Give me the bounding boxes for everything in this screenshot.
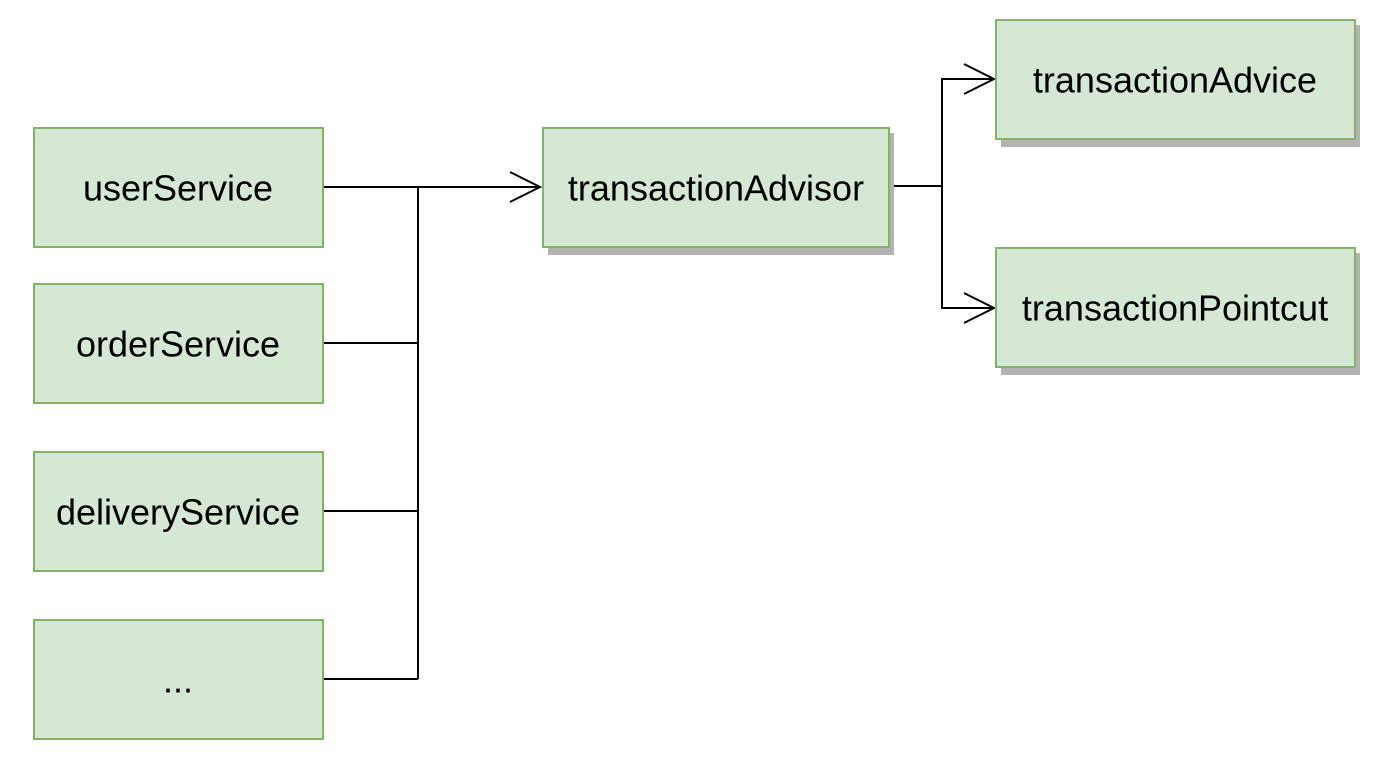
arrowhead-to-advisor — [509, 171, 543, 203]
node-transaction-advice[interactable]: transactionAdvice — [995, 19, 1360, 147]
node-user-service[interactable]: userService — [33, 127, 324, 248]
edge-advisor-to-advice — [941, 78, 992, 186]
node-transaction-advice-label: transactionAdvice — [1033, 60, 1317, 101]
edges — [323, 63, 997, 680]
node-order-service-label: orderService — [76, 324, 280, 365]
arrowhead-to-pointcut — [963, 292, 997, 324]
arrowhead-to-advice — [963, 63, 997, 95]
node-user-service-label: userService — [83, 168, 273, 209]
node-delivery-service-label: deliveryService — [56, 492, 300, 533]
node-more-services[interactable]: ... — [33, 619, 324, 740]
edge-advisor-to-pointcut — [941, 186, 992, 309]
node-more-services-label: ... — [163, 660, 193, 701]
node-transaction-advisor[interactable]: transactionAdvisor — [542, 127, 894, 255]
node-delivery-service[interactable]: deliveryService — [33, 451, 324, 572]
node-transaction-advisor-label: transactionAdvisor — [568, 168, 864, 209]
node-transaction-pointcut-label: transactionPointcut — [1022, 288, 1328, 329]
node-order-service[interactable]: orderService — [33, 283, 324, 404]
node-transaction-pointcut[interactable]: transactionPointcut — [995, 247, 1360, 375]
